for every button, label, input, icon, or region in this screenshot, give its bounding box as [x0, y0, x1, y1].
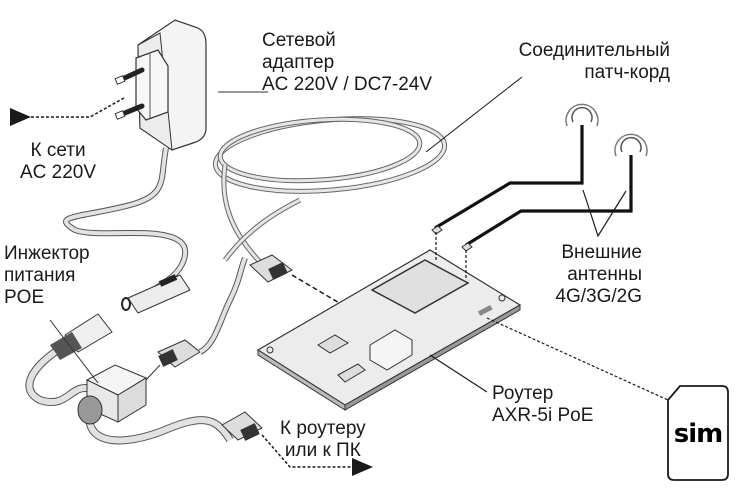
ethernet-port: [369, 329, 413, 371]
mains-label-line: AC 220V: [20, 162, 97, 183]
injector-label-line: питания: [4, 265, 76, 286]
injector-label-line: Инжектор: [4, 243, 90, 264]
power-adapter: [114, 19, 268, 152]
mains-label: К сети AC 220V: [20, 140, 96, 184]
patch-cord-label-line: патч-корд: [584, 62, 670, 83]
adapter-label-line: Сетевой: [262, 30, 336, 51]
to-pc-label: К роутеру или к ПК: [280, 418, 366, 462]
patch-cord: [212, 76, 523, 264]
adapter-label-line: адаптер: [262, 52, 335, 73]
adapter-cable: [63, 147, 189, 295]
wireless-signal-icon: [614, 133, 648, 157]
router-label-line: AXR-5i PoE: [492, 405, 594, 426]
adapter-label: Сетевой адаптер AC 220V / DC7-24V: [262, 30, 432, 96]
router-label-line: Роутер: [492, 383, 554, 404]
to-pc-label-line: К роутеру: [280, 418, 366, 439]
antennas-label-line: 4G/3G/2G: [555, 286, 642, 307]
injector-label-line: POE: [4, 287, 45, 308]
antenna-callout: [582, 189, 627, 238]
antenna-1: [431, 103, 599, 262]
router-board: [256, 249, 522, 411]
poe-injector: [49, 319, 161, 425]
rj45-plug-router: [249, 254, 293, 283]
dc-jack: [121, 274, 191, 314]
antenna-2: [461, 133, 648, 280]
sim-guide-line: [486, 317, 669, 401]
to-pc-label-line: или к ПК: [284, 440, 361, 461]
dc-plug: [50, 313, 113, 360]
mains-label-line: К сети: [30, 140, 86, 161]
wireless-signal-icon: [565, 103, 599, 127]
lte-module: [370, 259, 470, 314]
mains-arrow: [9, 97, 125, 126]
antennas-label-line: Внешние: [561, 242, 642, 263]
injector-label: Инжектор питания POE: [4, 243, 90, 309]
plug-prong-icon: [114, 67, 145, 120]
antennas-label: Внешние антенны 4G/3G/2G: [540, 242, 642, 308]
patch-cord-label: Соединительный патч-корд: [466, 40, 670, 84]
router-label: Роутер AXR-5i PoE: [492, 383, 593, 427]
rj45-plug-injector: [157, 256, 248, 368]
patch-cord-label-line: Соединительный: [518, 40, 670, 61]
rj45-plug-pc: [221, 411, 263, 441]
sim-label: sim: [674, 419, 722, 449]
antennas-label-line: антенны: [567, 264, 642, 285]
to-pc-arrow: [261, 434, 373, 476]
sim-card: sim: [667, 385, 729, 481]
adapter-label-line: AC 220V / DC7-24V: [262, 74, 433, 95]
